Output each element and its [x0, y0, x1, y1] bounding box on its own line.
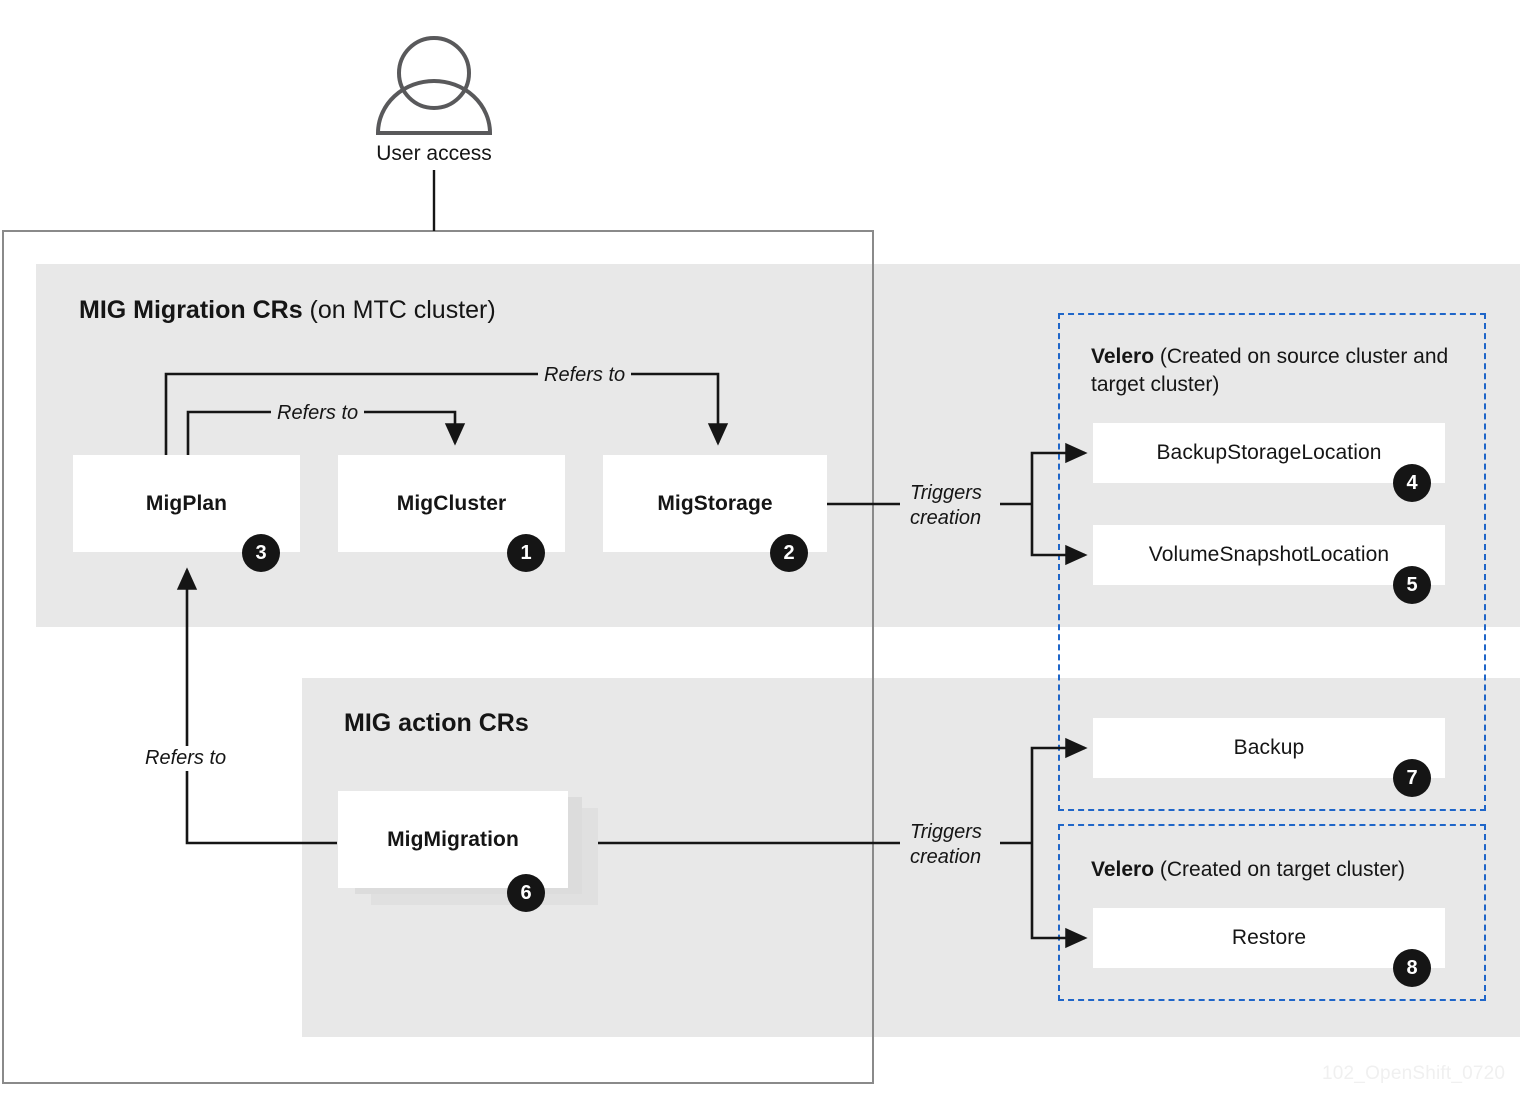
edge-label-migration-to-plan: Refers to: [139, 746, 233, 771]
user-person-icon: [375, 36, 493, 135]
node-migcluster-label: MigCluster: [396, 491, 507, 515]
migration-triggers-line2: creation: [910, 846, 982, 868]
mig-action-crs-title: MIG action CRs: [344, 709, 529, 738]
node-migmigration-label: MigMigration: [387, 827, 519, 851]
mig-migration-crs-title-strong: MIG Migration CRs: [79, 296, 303, 324]
edge-label-plan-to-cluster: Refers to: [271, 401, 365, 426]
badge-backupstoragelocation: 4: [1393, 464, 1431, 502]
badge-backup: 7: [1393, 759, 1431, 797]
velero-target-title-strong: Velero: [1091, 858, 1155, 881]
velero-target-title-rest: (Created on target cluster): [1154, 858, 1405, 881]
node-restore-label: Restore: [1231, 926, 1307, 949]
user-access-label: User access: [376, 142, 492, 165]
storage-triggers-line1: Triggers: [910, 482, 982, 504]
node-volumesnapshotlocation[interactable]: VolumeSnapshotLocation: [1093, 525, 1445, 585]
node-backupstoragelocation[interactable]: BackupStorageLocation: [1093, 423, 1445, 483]
edge-label-migration-triggers-creation: Triggers creation: [904, 820, 988, 870]
node-backup[interactable]: Backup: [1093, 718, 1445, 778]
badge-migcluster: 1: [507, 534, 545, 572]
node-migplan[interactable]: MigPlan: [73, 455, 300, 552]
badge-restore: 8: [1393, 949, 1431, 987]
badge-volumesnapshotlocation: 5: [1393, 566, 1431, 604]
node-migstorage-label: MigStorage: [657, 491, 773, 515]
badge-migplan: 3: [242, 534, 280, 572]
watermark-label: 102_OpenShift_0720: [1322, 1063, 1506, 1084]
velero-source-target-title: Velero (Created on source cluster and ta…: [1091, 343, 1451, 398]
velero-source-target-title-rest: (Created on source cluster and target cl…: [1091, 345, 1449, 396]
badge-migmigration: 6: [507, 874, 545, 912]
node-backup-label: Backup: [1233, 736, 1305, 759]
migration-triggers-line1: Triggers: [910, 821, 982, 843]
mig-migration-crs-title-rest: (on MTC cluster): [302, 296, 496, 324]
mtc-cluster-frame: [2, 230, 874, 1084]
node-migplan-label: MigPlan: [145, 491, 228, 515]
velero-target-title: Velero (Created on target cluster): [1091, 856, 1461, 884]
edge-label-plan-to-storage: Refers to: [538, 363, 632, 388]
badge-migstorage: 2: [770, 534, 808, 572]
node-backupstoragelocation-label: BackupStorageLocation: [1156, 441, 1382, 464]
node-migmigration[interactable]: MigMigration: [338, 791, 568, 888]
storage-triggers-line2: creation: [910, 507, 982, 529]
velero-source-target-boundary: [1058, 313, 1486, 811]
edge-label-storage-triggers-creation: Triggers creation: [904, 481, 988, 531]
velero-source-target-title-strong: Velero: [1091, 345, 1155, 368]
node-volumesnapshotlocation-label: VolumeSnapshotLocation: [1148, 543, 1390, 566]
node-restore[interactable]: Restore: [1093, 908, 1445, 968]
mig-migration-crs-title: MIG Migration CRs (on MTC cluster): [79, 296, 496, 325]
mig-action-crs-title-strong: MIG action CRs: [344, 709, 529, 737]
